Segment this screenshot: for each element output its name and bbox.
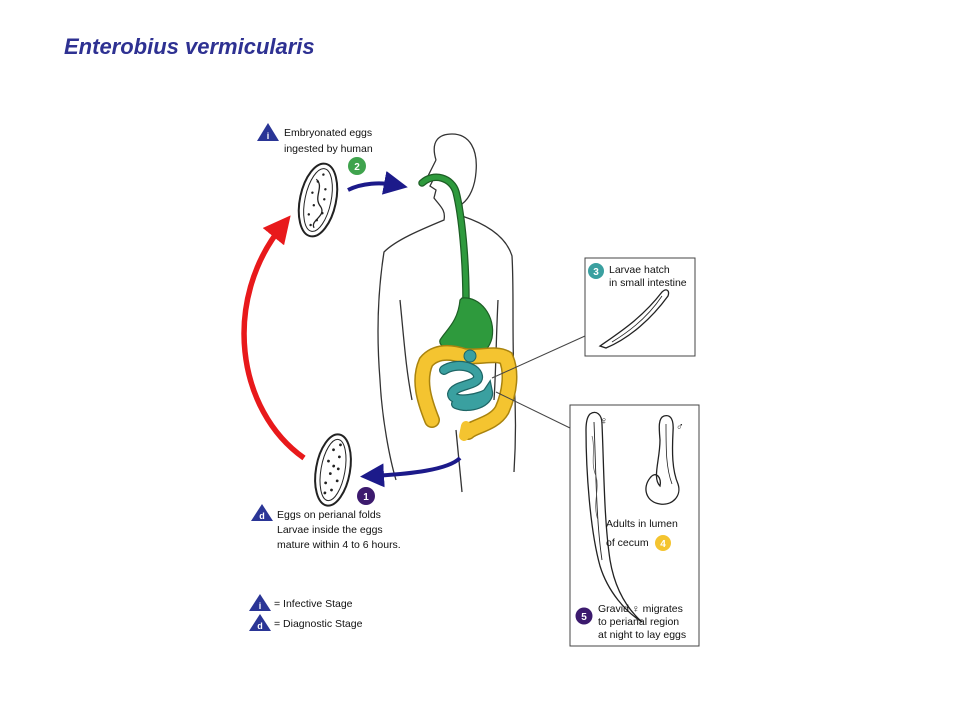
svg-text:Larvae hatch: Larvae hatch bbox=[609, 264, 670, 276]
adults-box: ♀ ♂ Adults in lumen of cecum 4 5 Gravid … bbox=[569, 404, 700, 647]
arrow-egg-to-mouth bbox=[347, 170, 408, 195]
svg-text:ingested by human: ingested by human bbox=[284, 143, 373, 155]
svg-text:5: 5 bbox=[581, 612, 587, 623]
perianal-egg bbox=[314, 433, 352, 507]
legend-diagnostic: d = Diagnostic Stage bbox=[249, 614, 363, 631]
arrow-body-to-perianal bbox=[360, 456, 462, 488]
larva-drawing bbox=[598, 289, 670, 349]
svg-text:= Diagnostic Stage: = Diagnostic Stage bbox=[274, 618, 363, 630]
stage-4-badge bbox=[655, 535, 671, 551]
male-worm-drawing bbox=[645, 414, 680, 505]
embryonated-egg bbox=[297, 162, 339, 238]
svg-text:Embryonated eggs: Embryonated eggs bbox=[284, 127, 372, 139]
svg-text:Gravid ♀ migrates: Gravid ♀ migrates bbox=[598, 603, 683, 615]
pointer-line-small-intestine bbox=[491, 335, 586, 379]
svg-text:Eggs on perianal folds: Eggs on perianal folds bbox=[277, 509, 381, 521]
legend: i = Infective Stage d = Diagnostic Stage bbox=[249, 594, 363, 631]
svg-text:= Infective Stage: = Infective Stage bbox=[274, 598, 353, 610]
arrow-autoinfection bbox=[241, 215, 306, 461]
page-title: Enterobius vermicularis bbox=[64, 34, 315, 59]
svg-text:d: d bbox=[257, 621, 263, 631]
svg-text:i: i bbox=[259, 601, 262, 611]
svg-text:i: i bbox=[267, 131, 270, 141]
human-body-outline bbox=[377, 133, 517, 493]
svg-text:4: 4 bbox=[660, 539, 666, 550]
large-intestine bbox=[414, 344, 518, 441]
svg-text:2: 2 bbox=[354, 162, 360, 173]
esophagus-stomach bbox=[418, 173, 494, 359]
stage-3-box: 3 Larvae hatch in small intestine bbox=[584, 257, 696, 357]
pointer-line-cecum bbox=[495, 391, 571, 429]
stage-1-label: 1 d Eggs on perianal folds Larvae inside… bbox=[251, 487, 401, 551]
stage-1-badge bbox=[357, 487, 375, 505]
male-symbol: ♂ bbox=[676, 421, 684, 433]
female-worm-drawing bbox=[585, 411, 643, 623]
stage-5-badge bbox=[575, 607, 593, 625]
svg-text:at night to lay eggs: at night to lay eggs bbox=[598, 629, 686, 641]
svg-text:d: d bbox=[259, 511, 265, 521]
svg-text:Adults in lumen: Adults in lumen bbox=[606, 518, 678, 530]
svg-text:to perianal region: to perianal region bbox=[598, 616, 679, 628]
stage-2-label: i Embryonated eggs ingested by human 2 bbox=[257, 123, 373, 175]
svg-text:1: 1 bbox=[363, 492, 369, 503]
svg-text:Larvae inside the eggs: Larvae inside the eggs bbox=[277, 524, 383, 536]
stage-3-badge bbox=[588, 263, 604, 279]
svg-text:3: 3 bbox=[593, 267, 599, 278]
svg-text:in small intestine: in small intestine bbox=[609, 277, 687, 289]
stage-2-badge bbox=[348, 157, 366, 175]
svg-text:of cecum: of cecum bbox=[606, 537, 649, 549]
small-intestine bbox=[439, 349, 493, 412]
female-symbol: ♀ bbox=[600, 415, 608, 427]
svg-text:mature within 4 to 6 hours.: mature within 4 to 6 hours. bbox=[277, 539, 401, 551]
legend-infective: i = Infective Stage bbox=[249, 594, 353, 611]
